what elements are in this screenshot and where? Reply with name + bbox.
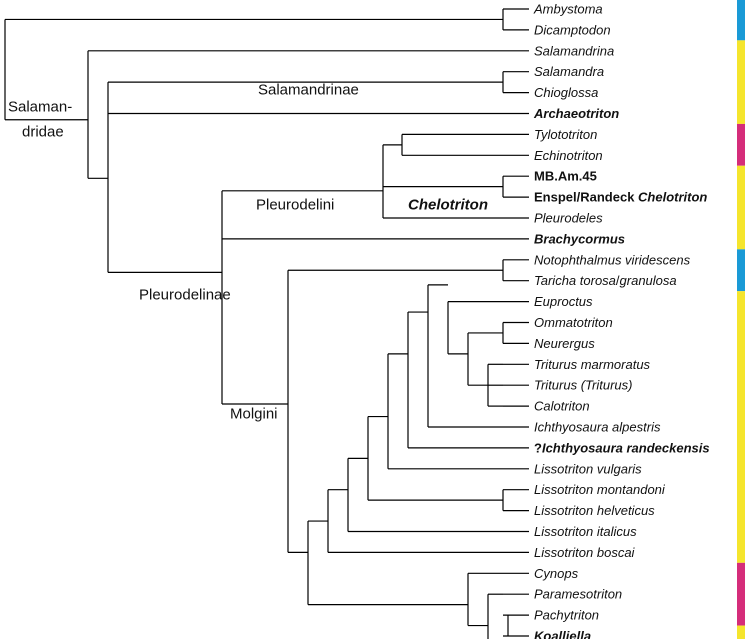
taxon-label-segment: Triturus (Triturus): [534, 378, 632, 393]
taxon-label-segment: MB.Am.45: [534, 169, 597, 184]
taxon-label: Lissotriton vulgaris: [534, 461, 642, 476]
clade-label-pleurodelini: Pleurodelini: [256, 197, 334, 214]
clade-label-molgini: Molgini: [230, 406, 278, 423]
color-bar-yellow: [737, 40, 745, 124]
taxon-label-segment: Echinotriton: [534, 148, 603, 163]
taxon-label-segment: Calotriton: [534, 399, 590, 414]
taxon-label-segment: Neurergus: [534, 336, 595, 351]
taxon-label: Neurergus: [534, 336, 595, 351]
taxon-label-segment: Brachycormus: [534, 231, 625, 246]
taxon-label-segment: Chelotriton: [638, 190, 707, 205]
taxon-label: Cynops: [534, 566, 579, 581]
taxon-label-segment: Paramesotriton: [534, 587, 622, 602]
taxon-label-segment: Taricha torosa: [534, 273, 616, 288]
taxon-label-segment: Salamandrina: [534, 43, 614, 58]
taxon-label-segment: Notophthalmus viridescens: [534, 252, 691, 267]
taxon-label-segment: Ichthyosaura randeckensis: [542, 440, 710, 455]
taxon-label-segment: Euproctus: [534, 294, 593, 309]
taxon-label: Calotriton: [534, 399, 590, 414]
clade-label-salamandridae: Salaman-: [8, 99, 72, 116]
color-bar-blue: [737, 0, 745, 41]
taxon-label-segment: Lissotriton italicus: [534, 524, 637, 539]
taxon-label-segment: Ommatotriton: [534, 315, 613, 330]
taxon-label-segment: Dicamptodon: [534, 22, 611, 37]
taxon-label-segment: Koalliella: [534, 629, 591, 639]
color-bar-yellow: [737, 291, 745, 563]
taxon-label: Pachytriton: [534, 608, 599, 623]
taxon-label-segment: Archaeotriton: [533, 106, 619, 121]
taxon-label: Chioglossa: [534, 85, 598, 100]
taxon-label-segment: Enspel/Randeck: [534, 190, 638, 205]
taxon-label-segment: Cynops: [534, 566, 579, 581]
taxon-label-segment: Ambystoma: [533, 2, 603, 17]
taxon-label: Tylototriton: [534, 127, 597, 142]
taxon-label-segment: Ichthyosaura alpestris: [534, 420, 661, 435]
taxon-label: Enspel/Randeck Chelotriton: [534, 190, 707, 205]
color-bar-yellow: [737, 165, 745, 250]
taxon-label-segment: Pachytriton: [534, 608, 599, 623]
taxon-label: Pleurodeles: [534, 211, 603, 226]
taxon-label: Euproctus: [534, 294, 593, 309]
taxon-label-segment: Triturus marmoratus: [534, 357, 651, 372]
taxon-label: Notophthalmus viridescens: [534, 252, 691, 267]
color-bar-magenta: [737, 562, 745, 626]
taxon-label: ?Ichthyosaura randeckensis: [534, 440, 710, 455]
taxon-label: Ambystoma: [533, 2, 603, 17]
taxon-label: Koalliella: [534, 629, 591, 639]
taxon-label-segment: Salamandra: [534, 64, 604, 79]
taxon-label-segment: Pleurodeles: [534, 211, 603, 226]
clade-label-pleurodelinae: Pleurodelinae: [139, 286, 231, 303]
taxon-label-segment: Tylototriton: [534, 127, 597, 142]
color-bar-magenta: [737, 123, 745, 166]
taxon-label: Ichthyosaura alpestris: [534, 420, 661, 435]
taxon-label: Ommatotriton: [534, 315, 613, 330]
taxon-label: Lissotriton italicus: [534, 524, 637, 539]
taxon-label: Lissotriton helveticus: [534, 503, 655, 518]
taxon-label: MB.Am.45: [534, 169, 597, 184]
taxon-label-segment: granulosa: [620, 273, 677, 288]
taxon-label: Taricha torosa/granulosa: [534, 273, 677, 288]
taxon-labels: AmbystomaDicamptodonSalamandrinaSalamand…: [533, 2, 710, 639]
taxon-label-segment: Lissotriton boscai: [534, 545, 636, 560]
taxon-label: Paramesotriton: [534, 587, 622, 602]
clade-label-salamandridae: dridae: [22, 123, 64, 140]
color-bar-blue: [737, 249, 745, 292]
taxon-label: Echinotriton: [534, 148, 603, 163]
taxon-label-segment: /: [616, 273, 620, 288]
taxon-label: Brachycormus: [534, 231, 625, 246]
taxon-label: Lissotriton boscai: [534, 545, 636, 560]
taxon-label-segment: Lissotriton montandoni: [534, 482, 666, 497]
taxon-label: Triturus marmoratus: [534, 357, 651, 372]
taxon-label-segment: Lissotriton helveticus: [534, 503, 655, 518]
taxon-label-segment: Lissotriton vulgaris: [534, 461, 642, 476]
taxon-label: Triturus (Triturus): [534, 378, 632, 393]
taxon-label-segment: Chioglossa: [534, 85, 598, 100]
taxon-label: Archaeotriton: [533, 106, 619, 121]
color-bar-yellow: [737, 625, 745, 639]
color-bars: [737, 0, 745, 639]
taxon-label: Salamandra: [534, 64, 604, 79]
taxon-label: Salamandrina: [534, 43, 614, 58]
taxon-label: Lissotriton montandoni: [534, 482, 666, 497]
clade-label-chelotriton: Chelotriton: [408, 197, 488, 214]
clade-label-salamandrinae: Salamandrinae: [258, 82, 359, 99]
taxon-label-segment: ?: [534, 440, 542, 455]
tree-branches: [4, 8, 529, 639]
taxon-label: Dicamptodon: [534, 22, 611, 37]
